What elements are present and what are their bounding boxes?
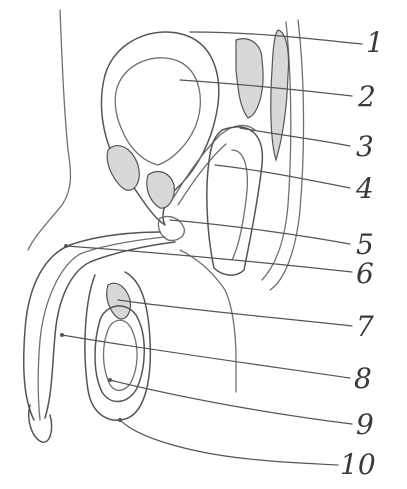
seminal-vesicle <box>147 172 175 209</box>
label-numbers: 1 2 3 4 5 6 7 8 9 10 <box>340 26 384 481</box>
pubic-bone <box>107 146 139 191</box>
label-10: 10 <box>340 448 376 481</box>
leader-4 <box>215 165 350 188</box>
label-2: 2 <box>357 80 376 113</box>
body-outline <box>28 10 70 250</box>
vas-deferens-inner <box>178 144 226 205</box>
leader-10 <box>120 420 338 465</box>
sacral-segment <box>271 30 289 160</box>
penis-upper <box>24 232 160 420</box>
label-1: 1 <box>366 26 384 59</box>
leader-7 <box>118 300 352 326</box>
label-4: 4 <box>355 172 374 205</box>
perineum-line <box>180 250 236 392</box>
leader-2 <box>180 80 352 96</box>
glans <box>29 405 52 442</box>
label-6: 6 <box>356 257 374 290</box>
leader-9 <box>110 380 352 424</box>
label-9: 9 <box>356 408 374 441</box>
label-3: 3 <box>356 130 374 163</box>
label-7: 7 <box>356 310 374 343</box>
rectum-inner <box>232 150 247 260</box>
leader-dots <box>60 244 122 422</box>
vertebra-column <box>236 39 263 118</box>
label-8: 8 <box>354 362 372 395</box>
leader-lines <box>62 32 362 465</box>
leader-6 <box>66 246 352 272</box>
leader-3 <box>240 128 350 146</box>
vas-deferens <box>172 125 255 200</box>
leader-5 <box>170 220 350 244</box>
